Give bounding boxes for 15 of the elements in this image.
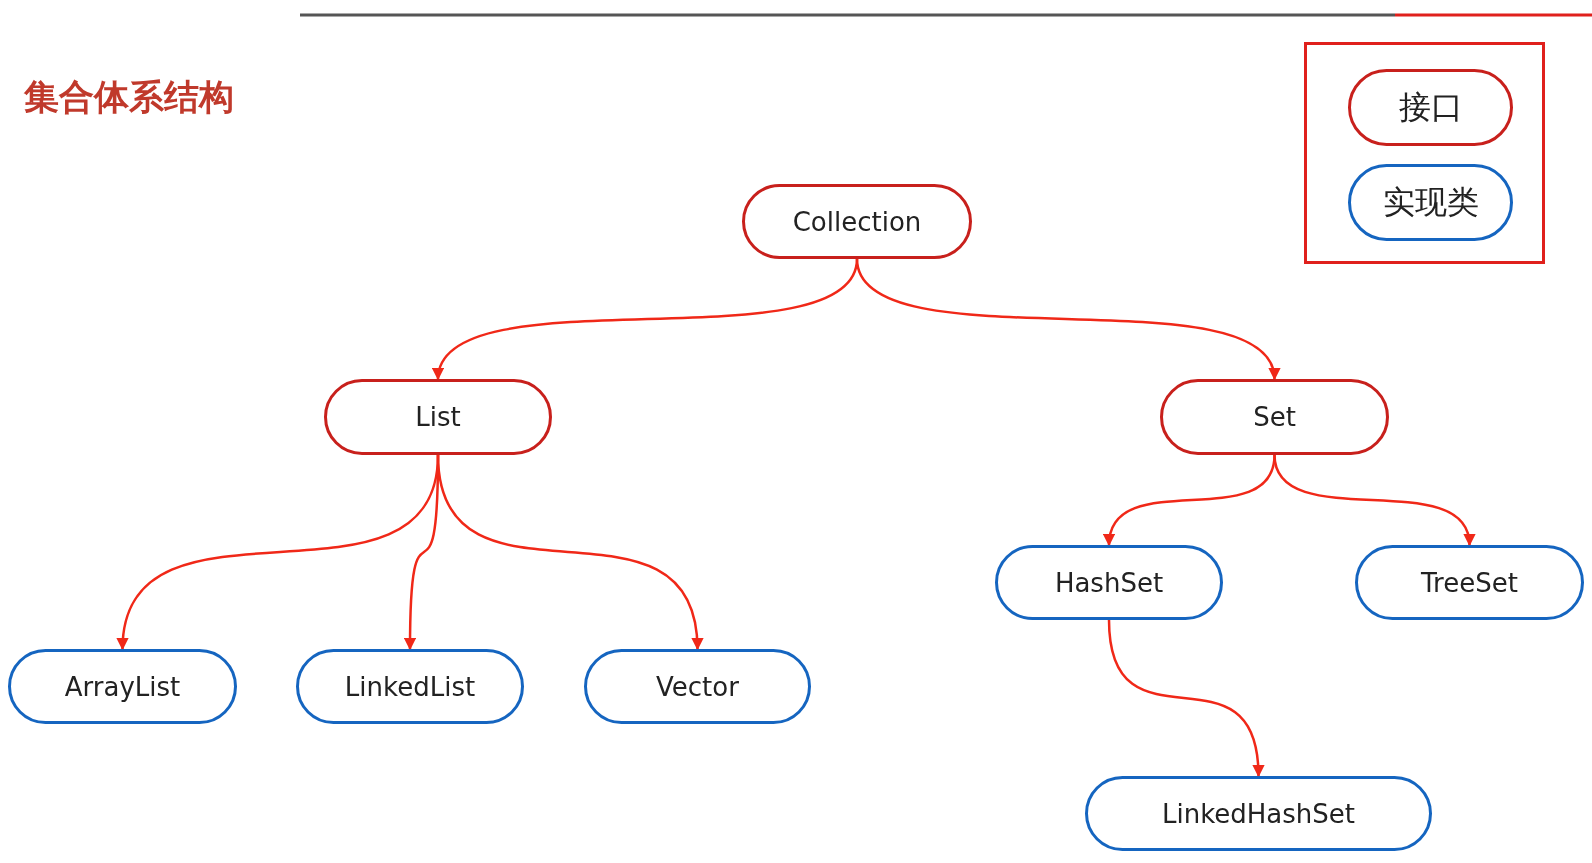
node-label: HashSet <box>1054 567 1164 598</box>
node-label: Vector <box>656 671 739 702</box>
node-label: Set <box>1253 402 1296 432</box>
node-label: LinkedList <box>344 671 476 702</box>
legend-label: 接口 <box>1398 86 1463 128</box>
title: 集合体系结构 <box>24 76 234 119</box>
node-label: ArrayList <box>64 671 181 702</box>
arrow <box>1107 619 1264 778</box>
arrow <box>1273 454 1474 547</box>
node-label: TreeSet <box>1421 567 1518 598</box>
node-label: List <box>415 402 461 432</box>
node-label: LinkedHashSet <box>1162 798 1355 829</box>
arrow <box>436 454 703 651</box>
legend-label: 实现类 <box>1382 181 1479 223</box>
node-label: Collection <box>792 206 922 237</box>
